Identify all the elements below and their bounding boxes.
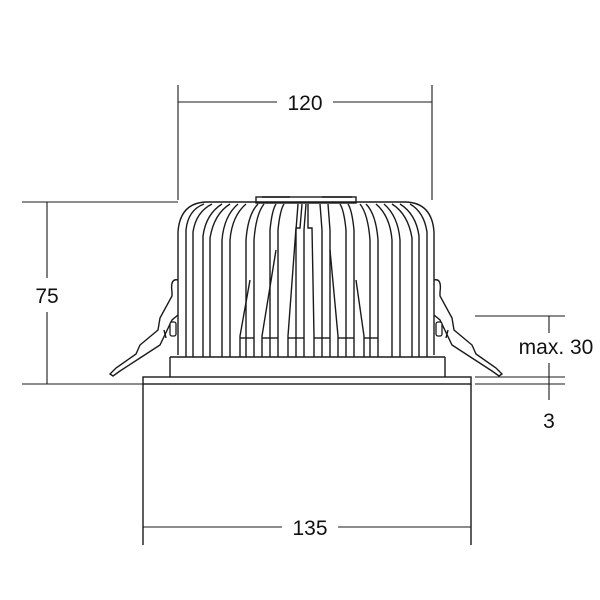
heatsink [169, 196, 446, 377]
dimension-120: 120 [177, 85, 433, 200]
dimension-label-3: 3 [543, 410, 555, 433]
spring-clip-right [433, 279, 504, 377]
dimension-label-135: 135 [292, 517, 327, 540]
dimension-label-max-30: max. 30 [519, 336, 594, 359]
heatsink-inner-fins [239, 203, 378, 357]
spring-clip-left [108, 279, 179, 377]
flange [142, 376, 472, 545]
dimension-135: 135 [143, 517, 471, 540]
dimension-max-30: max. 30 [519, 316, 594, 377]
dimension-label-120: 120 [287, 92, 322, 115]
dimension-3: 3 [543, 377, 555, 433]
heatsink-fins [185, 203, 428, 357]
dimension-label-75: 75 [35, 285, 58, 308]
dimension-75: 75 [22, 201, 178, 385]
ceiling-lines [475, 315, 565, 385]
